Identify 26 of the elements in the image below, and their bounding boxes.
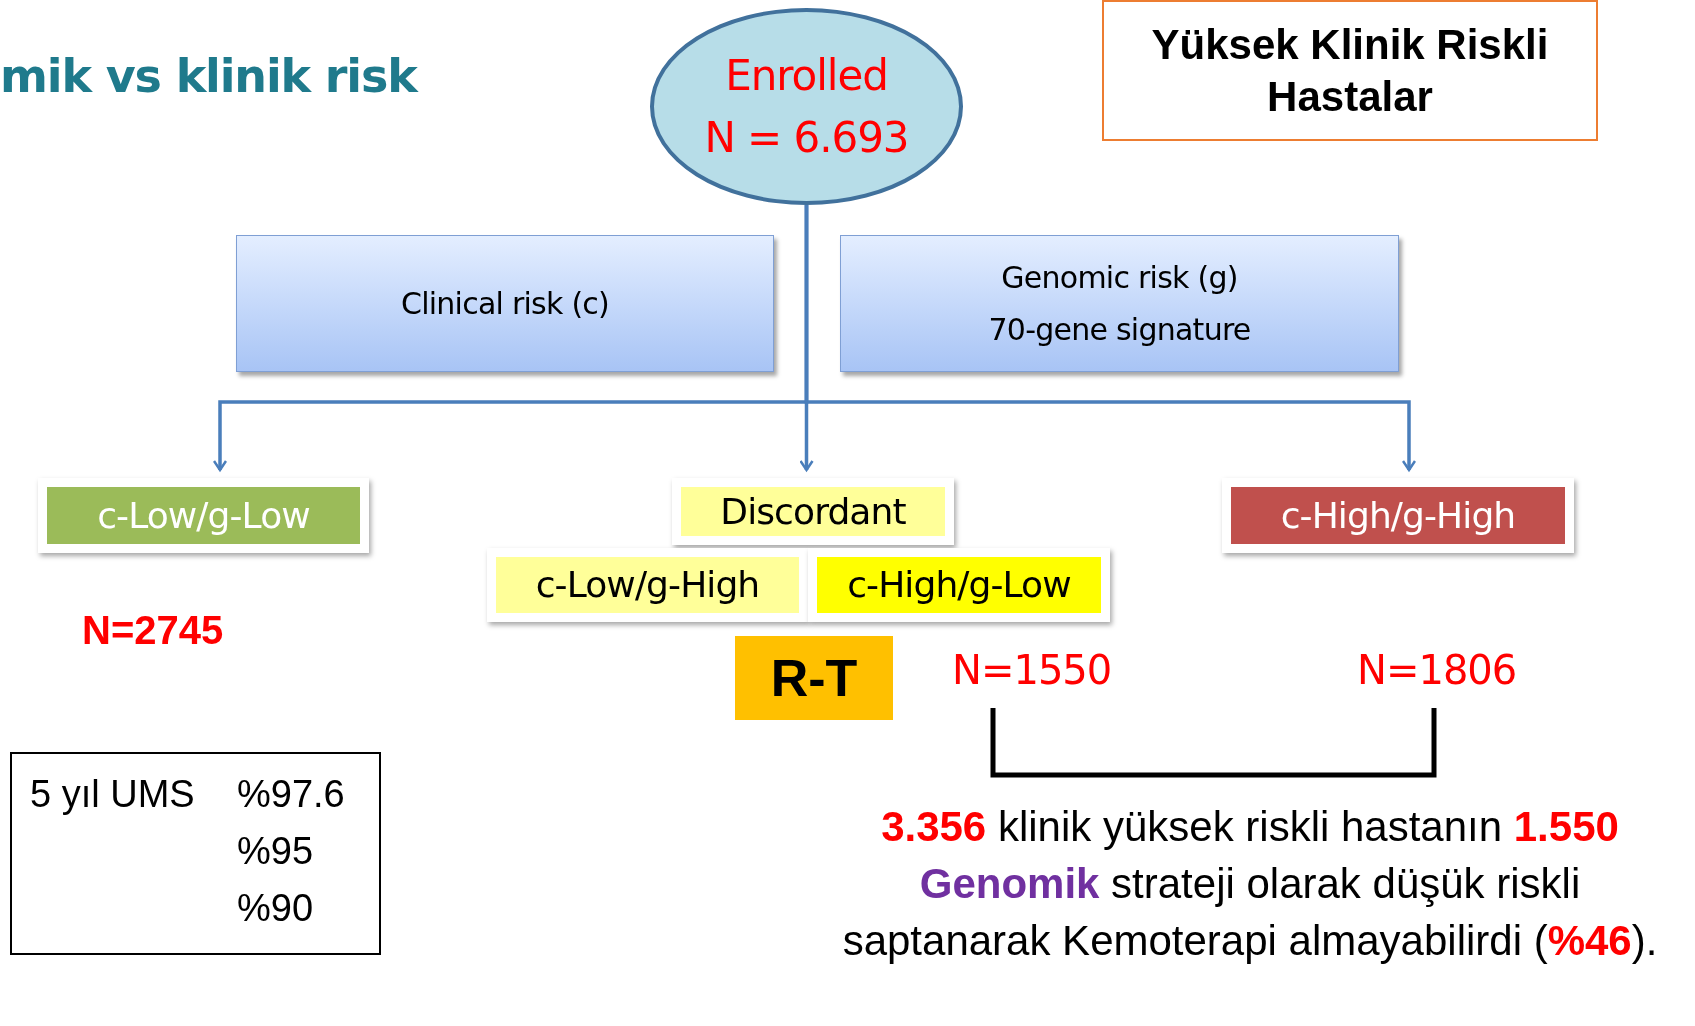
process-box: Clinical risk (c) (236, 235, 774, 372)
category-label: Discordant (681, 487, 945, 536)
count-label: N=1806 (1357, 646, 1517, 695)
percentage-text: %97.6 (237, 772, 345, 817)
category-card (487, 548, 808, 622)
process-box: Genomic risk (g) 70-gene signature (840, 235, 1399, 372)
count-label: N=2745 (82, 607, 224, 654)
summary-text: 3.356 klinik yüksek riskli hastanın 1.550 Genomik strateji olarak düşük riskli saptanarak Kemoterapi almayabilirdi (%46). (841, 802, 1659, 966)
category-card (1222, 478, 1574, 553)
percentage-text: %90 (237, 886, 314, 931)
result-box (10, 752, 381, 955)
box-heading: 5 yıl UMS (30, 772, 195, 817)
category-card (808, 548, 1110, 622)
connector-arrow (804, 205, 1417, 472)
category-label: c-High/g-High (1231, 487, 1565, 544)
note-box: Yüksek Klinik Riskli Hastalar (1102, 0, 1598, 141)
count-label: N=1550 (952, 646, 1112, 695)
category-label: c-High/g-Low (817, 557, 1101, 613)
category-card (672, 478, 954, 545)
label-box: R-T (735, 636, 893, 720)
percentage-text: %95 (237, 829, 314, 874)
page-title: mik vs klinik risk (0, 48, 417, 105)
category-label: c-Low/g-Low (47, 487, 360, 544)
category-label: c-Low/g-High (496, 557, 799, 613)
category-card (38, 478, 369, 553)
ellipse-node: Enrolled N = 6.693 (650, 8, 963, 205)
